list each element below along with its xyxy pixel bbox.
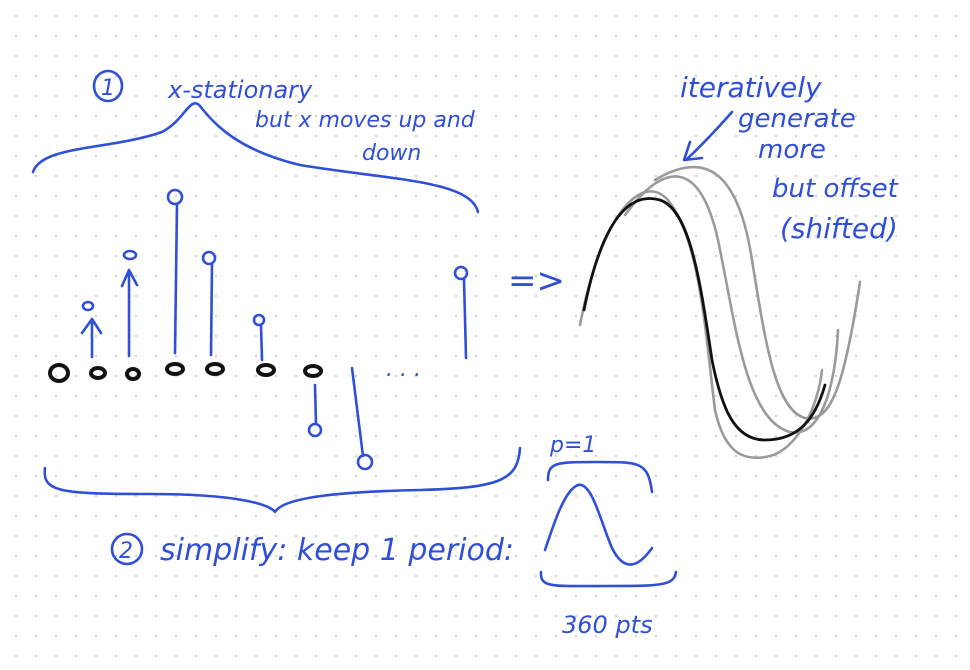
shifted-waves bbox=[578, 165, 862, 460]
stem-up-3 bbox=[166, 188, 184, 355]
stem-up-4 bbox=[201, 250, 217, 357]
iterate-line-4: but offset bbox=[772, 174, 899, 204]
shifted-wave-1 bbox=[578, 190, 824, 460]
iterate-line-2: generate bbox=[738, 104, 856, 134]
step-2-label: 2 bbox=[110, 532, 144, 566]
stem-up-1 bbox=[80, 300, 103, 359]
base-point-marker bbox=[89, 366, 107, 380]
step-1-label: 1 bbox=[92, 69, 124, 103]
base-point-marker bbox=[205, 362, 225, 376]
iterate-line-1: iteratively bbox=[680, 71, 822, 104]
step-1-detail-line-1: but x moves up and bbox=[255, 108, 476, 133]
iterate-note: iteratively generate more but offset (sh… bbox=[680, 71, 899, 245]
implies-arrow: => bbox=[508, 261, 565, 301]
step-2-text: simplify: keep 1 period: bbox=[160, 533, 514, 568]
shifted-wave-2 bbox=[623, 175, 840, 434]
bottom-curly-brace bbox=[43, 446, 522, 514]
step-1-detail-line-2: down bbox=[362, 141, 421, 166]
iterate-line-5: (shifted) bbox=[780, 212, 898, 245]
single-period-wave bbox=[543, 483, 654, 566]
stem-up-6 bbox=[453, 265, 469, 360]
base-point-marker bbox=[48, 363, 70, 383]
shifted-wave-3 bbox=[653, 165, 862, 420]
base-point-marker bbox=[125, 367, 141, 381]
base-point-marker bbox=[303, 364, 323, 378]
points-brace bbox=[539, 570, 678, 588]
stem-down-2 bbox=[350, 366, 374, 471]
step-1-number: 1 bbox=[101, 76, 115, 101]
stem-up-2 bbox=[120, 249, 139, 358]
step-1-circle bbox=[92, 69, 124, 103]
stem-down-1 bbox=[307, 383, 323, 438]
step-1-title: x-stationary bbox=[167, 76, 313, 104]
period-label: p=1 bbox=[549, 433, 596, 458]
iterate-arrow bbox=[682, 110, 734, 162]
ellipsis-dots: . . . bbox=[386, 357, 421, 382]
base-point-marker bbox=[165, 362, 185, 376]
stem-plot: . . . bbox=[48, 188, 469, 471]
period-brace bbox=[546, 460, 654, 494]
iterate-line-3: more bbox=[758, 135, 826, 165]
base-wave bbox=[582, 197, 827, 442]
points-label: 360 pts bbox=[562, 611, 653, 639]
base-point-marker bbox=[256, 363, 276, 377]
stem-up-5 bbox=[252, 313, 266, 362]
top-curly-brace bbox=[31, 102, 480, 214]
step-2-circle bbox=[110, 532, 144, 566]
step-2-number: 2 bbox=[119, 539, 133, 564]
